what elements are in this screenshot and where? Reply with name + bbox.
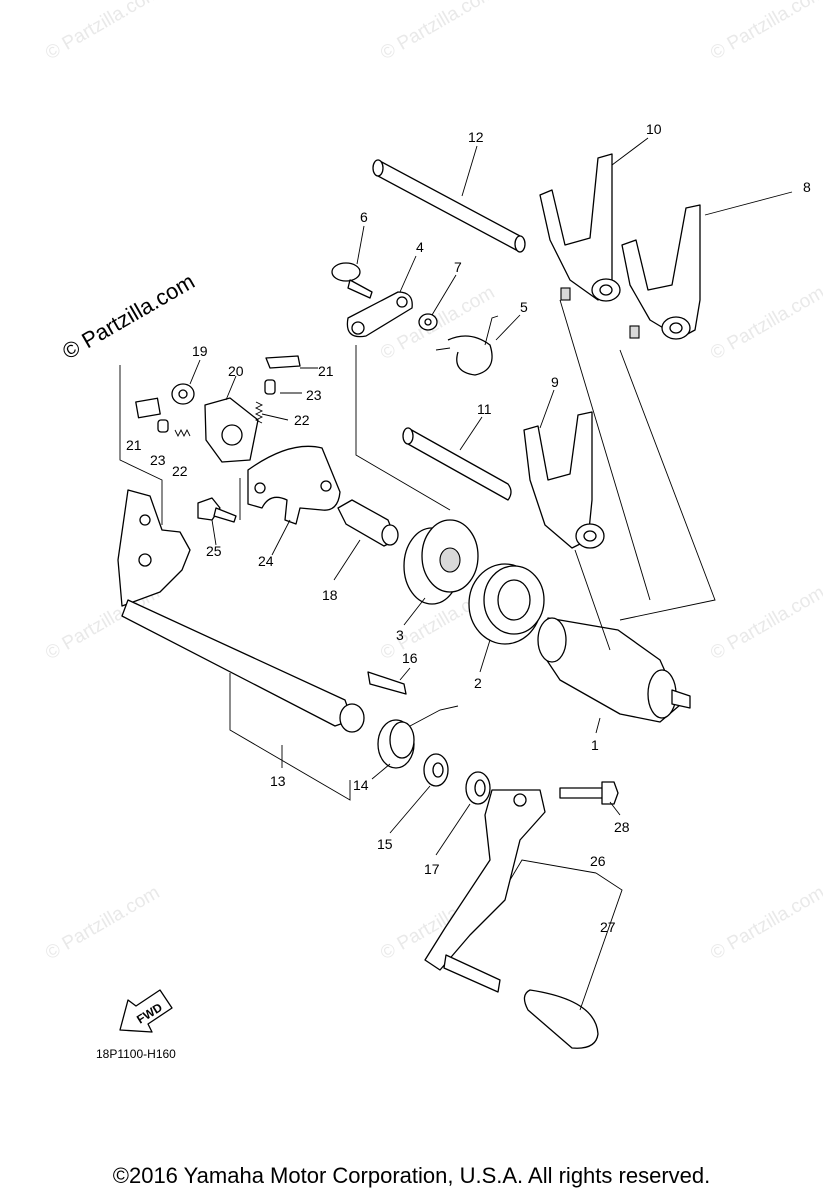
part-2-bearing (468, 563, 545, 645)
part-13-shift-shaft (117, 489, 365, 733)
callout-23a: 23 (306, 387, 322, 403)
callout-10: 10 (646, 121, 662, 137)
watermark: © Partzilla.com (42, 0, 163, 64)
part-7-washer (418, 313, 438, 331)
callout-12: 12 (468, 129, 484, 145)
callout-7: 7 (454, 259, 462, 275)
watermark: © Partzilla.com (707, 882, 823, 964)
callout-20: 20 (228, 363, 244, 379)
part-23-pin (157, 379, 276, 433)
callout-22b: 22 (172, 463, 188, 479)
callout-26: 26 (590, 853, 606, 869)
watermark-grid: © Partzilla.com © Partzilla.com © Partzi… (42, 0, 823, 964)
callout-19: 19 (192, 343, 208, 359)
part-12-guide-bar (372, 159, 526, 253)
part-26-shift-pedal (424, 789, 546, 993)
watermark: © Partzilla.com (377, 0, 498, 64)
part-18-bolt (337, 499, 399, 547)
callout-4: 4 (416, 239, 424, 255)
part-4-lever (346, 291, 413, 338)
callout-28: 28 (614, 819, 630, 835)
part-1-shift-drum (537, 617, 691, 723)
callout-3: 3 (396, 627, 404, 643)
callout-11: 11 (477, 401, 492, 417)
callout-21b: 21 (126, 437, 142, 453)
part-22-spring (174, 401, 264, 438)
part-15-washer (423, 753, 449, 787)
watermark: © Partzilla.com (707, 282, 823, 364)
callout-6: 6 (360, 209, 368, 225)
callout-27: 27 (600, 919, 616, 935)
brand-watermark: © Partzilla.com (58, 269, 199, 365)
part-20-segment (204, 397, 259, 463)
callout-15: 15 (377, 836, 393, 852)
callout-numbers: 1 2 3 4 5 6 7 8 9 10 11 12 13 14 15 16 1… (126, 121, 811, 935)
part-17-oil-seal (465, 771, 491, 805)
part-10-shift-fork (539, 153, 621, 302)
diagram-code: 18P1100-H160 (96, 1047, 176, 1061)
part-8-shift-fork (621, 204, 701, 340)
callout-5: 5 (520, 299, 528, 315)
callout-21a: 21 (318, 363, 334, 379)
callout-9: 9 (551, 374, 559, 390)
part-24-plate (247, 445, 341, 525)
callout-23b: 23 (150, 452, 166, 468)
callout-2: 2 (474, 675, 482, 691)
part-28-bolt (559, 781, 619, 805)
callout-25: 25 (206, 543, 222, 559)
watermark: © Partzilla.com (707, 582, 823, 664)
part-9-shift-fork (523, 411, 605, 549)
watermark: © Partzilla.com (707, 0, 823, 64)
callout-16: 16 (402, 650, 418, 666)
part-3-segment (403, 519, 479, 605)
callout-22a: 22 (294, 412, 310, 428)
callout-1: 1 (591, 737, 599, 753)
callout-13: 13 (270, 773, 286, 789)
leader-lines (119, 137, 793, 1011)
callout-17: 17 (424, 861, 440, 877)
part-25-screw (197, 497, 237, 523)
part-6-bolt (331, 262, 373, 299)
callout-24: 24 (258, 553, 274, 569)
watermark: © Partzilla.com (42, 882, 163, 964)
part-14-spring (377, 705, 459, 769)
part-21-pawl (135, 355, 301, 419)
part-5-spring (435, 315, 499, 376)
part-11-guide-bar (402, 427, 512, 501)
part-19-washer (171, 383, 195, 405)
callout-18: 18 (322, 587, 338, 603)
callout-14: 14 (353, 777, 369, 793)
fwd-arrow-icon: FWD (119, 989, 173, 1033)
copyright-notice: ©2016 Yamaha Motor Corporation, U.S.A. A… (112, 1163, 711, 1188)
callout-8: 8 (803, 179, 811, 195)
part-16-pin (367, 671, 407, 695)
part-27-pedal-rubber (523, 989, 599, 1049)
